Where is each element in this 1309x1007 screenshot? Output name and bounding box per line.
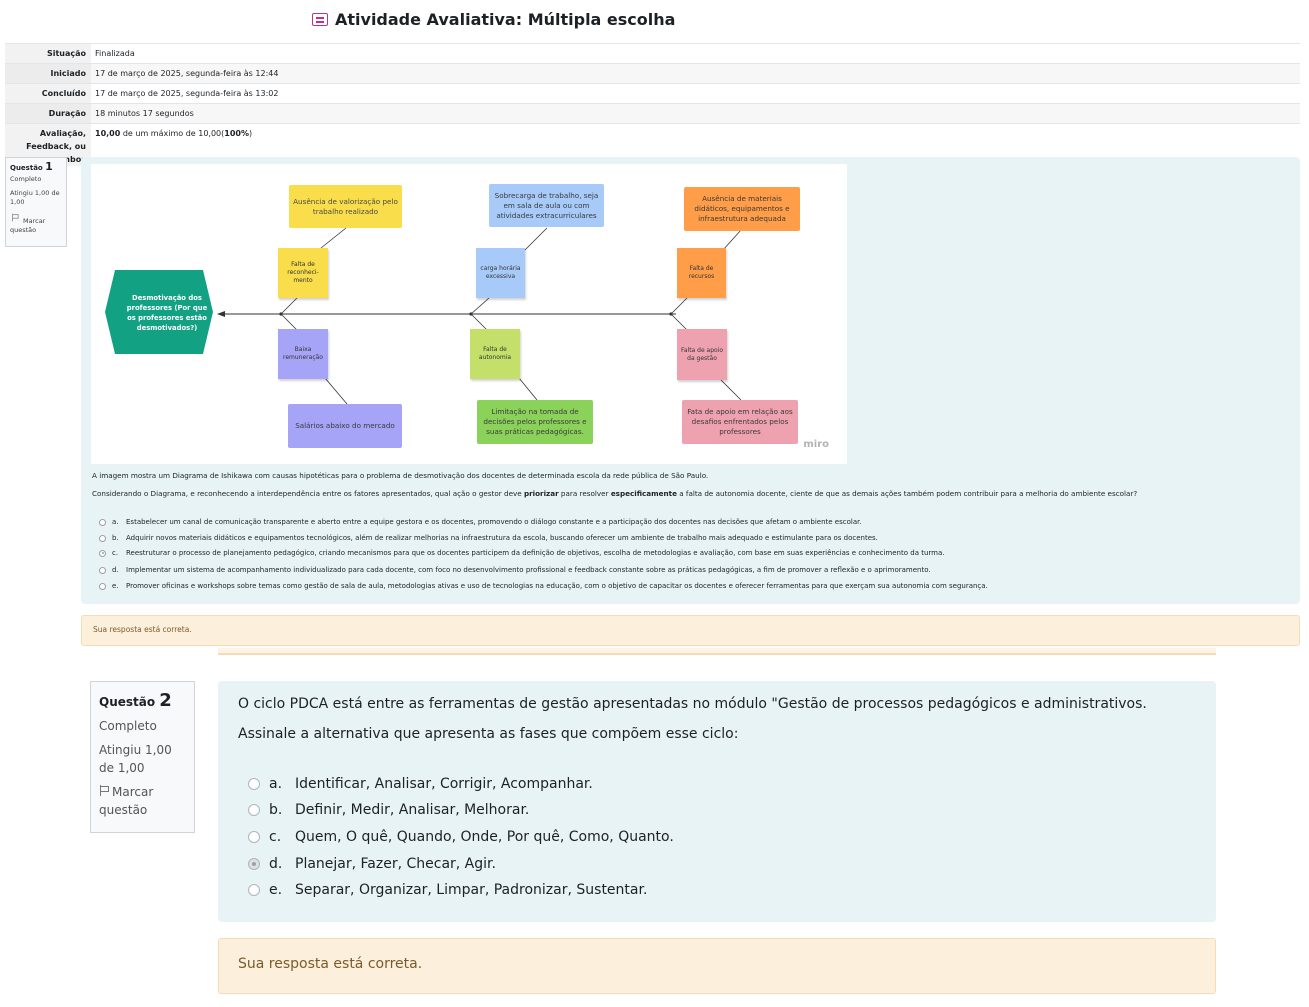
radio-button[interactable] bbox=[99, 534, 106, 542]
diagram-top-box-1: Ausência de valorização pelo trabalho re… bbox=[289, 185, 402, 228]
flag-icon bbox=[99, 785, 109, 796]
ishikawa-diagram: Desmotivação dos professores (Por que os… bbox=[91, 164, 847, 464]
feedback-edge bbox=[218, 648, 1216, 655]
radio-button[interactable] bbox=[248, 804, 260, 816]
summary-row-started: Iniciado 17 de março de 2025, segunda-fe… bbox=[5, 63, 1300, 83]
answer-option-d[interactable]: d.Implementar um sistema de acompanhamen… bbox=[99, 566, 931, 574]
flag-question-button[interactable]: Marcar questão bbox=[10, 212, 62, 235]
attempt-summary-table: Situação Finalizada Iniciado 17 de março… bbox=[5, 43, 1300, 166]
flag-question-button[interactable]: Marcar questão bbox=[99, 785, 154, 817]
diagram-bottom-note-3: Falta de apoio da gestão bbox=[677, 329, 727, 380]
diagram-bottom-note-1: Baixa remuneração bbox=[278, 329, 328, 379]
answer-option-b[interactable]: b.Definir, Medir, Analisar, Melhorar. bbox=[248, 802, 529, 818]
diagram-bottom-note-2: Falta de autonomia bbox=[470, 329, 520, 379]
diagram-top-box-2: Sobrecarga de trabalho, seja em sala de … bbox=[489, 184, 604, 227]
miro-watermark: miro bbox=[803, 439, 829, 450]
summary-label: Iniciado bbox=[5, 64, 91, 83]
diagram-bottom-box-2: Limitação na tomada de decisões pelos pr… bbox=[477, 400, 593, 444]
diagram-top-box-3: Ausência de materiais didáticos, equipam… bbox=[684, 187, 800, 231]
answer-option-e[interactable]: e.Promover oficinas e workshops sobre te… bbox=[99, 582, 988, 590]
question-2-text-intro: O ciclo PDCA está entre as ferramentas d… bbox=[238, 696, 1147, 712]
answer-option-d[interactable]: d.Planejar, Fazer, Checar, Agir. bbox=[248, 856, 496, 872]
question-1-text-intro: A imagem mostra um Diagrama de Ishikawa … bbox=[92, 471, 709, 480]
radio-button[interactable] bbox=[99, 518, 106, 526]
summary-row-status: Situação Finalizada bbox=[5, 43, 1300, 63]
question-2-feedback: Sua resposta está correta. bbox=[218, 938, 1216, 994]
question-score: Atingiu 1,00 de 1,00 bbox=[10, 189, 60, 206]
radio-button[interactable] bbox=[248, 831, 260, 843]
question-1-info: Questão 1 Completo Atingiu 1,00 de 1,00 … bbox=[5, 157, 67, 247]
page-header: Atividade Avaliativa: Múltipla escolha bbox=[312, 10, 675, 29]
question-1-feedback: Sua resposta está correta. bbox=[81, 615, 1300, 646]
summary-label: Concluído bbox=[5, 84, 91, 103]
diagram-top-note-3: Falta de recursos bbox=[677, 248, 726, 298]
question-number: Questão 1 bbox=[10, 160, 53, 173]
summary-value: 17 de março de 2025, segunda-feira às 12… bbox=[91, 64, 1300, 83]
question-status: Completo bbox=[99, 719, 157, 733]
question-score: Atingiu 1,00 de 1,00 bbox=[99, 743, 172, 775]
question-2-text-prompt: Assinale a alternativa que apresenta as … bbox=[238, 726, 739, 742]
question-1-content: Desmotivação dos professores (Por que os… bbox=[81, 157, 1300, 604]
summary-label: Duração bbox=[5, 104, 91, 123]
diagram-bottom-box-3: Fata de apoio em relação aos desafios en… bbox=[682, 400, 798, 444]
question-status: Completo bbox=[10, 175, 42, 183]
radio-button[interactable] bbox=[99, 566, 106, 574]
summary-value: 17 de março de 2025, segunda-feira às 13… bbox=[95, 89, 279, 98]
question-2-content: O ciclo PDCA está entre as ferramentas d… bbox=[218, 681, 1216, 922]
question-2-info: Questão 2 Completo Atingiu 1,00 de 1,00 … bbox=[90, 681, 195, 833]
answer-option-a[interactable]: a.Estabelecer um canal de comunicação tr… bbox=[99, 518, 862, 526]
radio-button[interactable] bbox=[99, 582, 106, 590]
summary-label: Situação bbox=[5, 44, 91, 63]
summary-value: 18 minutos 17 segundos bbox=[91, 104, 1300, 123]
radio-button-selected[interactable] bbox=[99, 549, 106, 557]
summary-value: Finalizada bbox=[95, 49, 135, 58]
diagram-head: Desmotivação dos professores (Por que os… bbox=[126, 294, 208, 332]
question-1-text-prompt: Considerando o Diagrama, e reconhecendo … bbox=[92, 489, 1138, 498]
flag-icon bbox=[12, 213, 19, 222]
radio-button-selected[interactable] bbox=[248, 858, 260, 870]
answer-option-c[interactable]: c.Reestruturar o processo de planejament… bbox=[99, 549, 944, 557]
radio-button[interactable] bbox=[248, 778, 260, 790]
diagram-bottom-box-1: Salários abaixo do mercado bbox=[288, 404, 402, 448]
radio-button[interactable] bbox=[248, 884, 260, 896]
diagram-top-note-1: Falta de reconheci-mento bbox=[278, 248, 328, 298]
summary-value: 10,00 de um máximo de 10,00(100%) bbox=[95, 129, 253, 138]
diagram-top-note-2: carga horária excessiva bbox=[476, 248, 525, 298]
answer-option-c[interactable]: c.Quem, O quê, Quando, Onde, Por quê, Co… bbox=[248, 829, 674, 845]
page-title: Atividade Avaliativa: Múltipla escolha bbox=[335, 10, 676, 29]
summary-row-duration: Duração 18 minutos 17 segundos bbox=[5, 103, 1300, 123]
summary-row-completed: Concluído 17 de março de 2025, segunda-f… bbox=[5, 83, 1300, 103]
answer-option-b[interactable]: b.Adquirir novos materiais didáticos e e… bbox=[99, 534, 878, 542]
answer-option-e[interactable]: e.Separar, Organizar, Limpar, Padronizar… bbox=[248, 882, 647, 898]
diagram-lines bbox=[105, 227, 742, 405]
question-number: Questão 2 bbox=[99, 690, 172, 711]
answer-option-a[interactable]: a.Identificar, Analisar, Corrigir, Acomp… bbox=[248, 776, 593, 792]
quiz-icon bbox=[312, 13, 328, 26]
